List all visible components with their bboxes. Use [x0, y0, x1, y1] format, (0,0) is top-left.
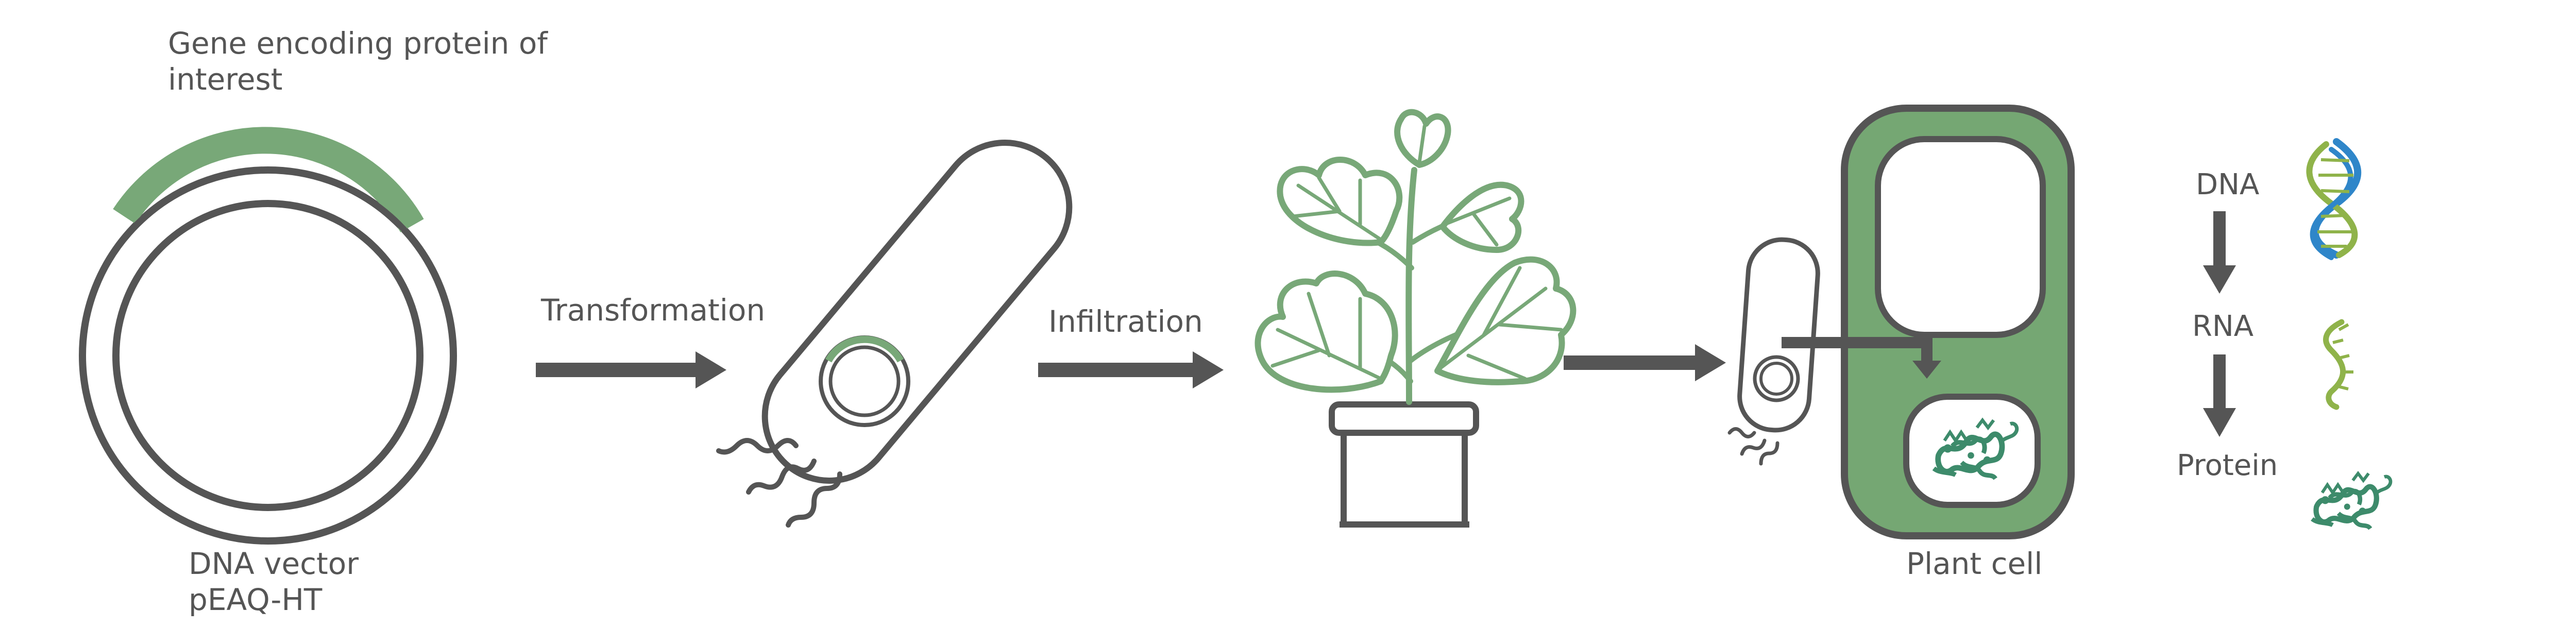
plant-icon — [1255, 109, 1577, 528]
bacterium-icon — [716, 139, 1073, 528]
rna-strand-icon — [2323, 319, 2353, 410]
small-bacterium-icon — [1727, 237, 1820, 466]
transformation-arrow — [536, 351, 726, 388]
gene-label-line1: Gene encoding protein of — [168, 26, 548, 61]
plant-cell-icon — [1841, 105, 2075, 539]
plant-cell-label: Plant cell — [1906, 546, 2043, 581]
dna-label: DNA — [2196, 168, 2260, 201]
vector-label: DNA vector pEAQ-HT — [189, 546, 359, 618]
dna-helix-icon — [2306, 138, 2362, 260]
protein-label: Protein — [2177, 449, 2278, 482]
infiltration-arrow — [1038, 351, 1224, 388]
transformation-label: Transformation — [541, 293, 766, 328]
gene-label-line2: interest — [168, 61, 283, 97]
arrow-to-cell — [1564, 344, 1726, 381]
protein-icon — [2312, 473, 2391, 529]
central-dogma — [2203, 138, 2391, 529]
vector-label-line1: DNA vector — [189, 546, 359, 581]
vector-label-line2: pEAQ-HT — [189, 582, 323, 617]
plasmid-icon — [79, 127, 457, 545]
gene-label: Gene encoding protein of interest — [168, 26, 548, 97]
rna-label: RNA — [2192, 310, 2254, 343]
injection-arrow — [1782, 337, 1941, 379]
infiltration-label: Infiltration — [1048, 304, 1203, 339]
